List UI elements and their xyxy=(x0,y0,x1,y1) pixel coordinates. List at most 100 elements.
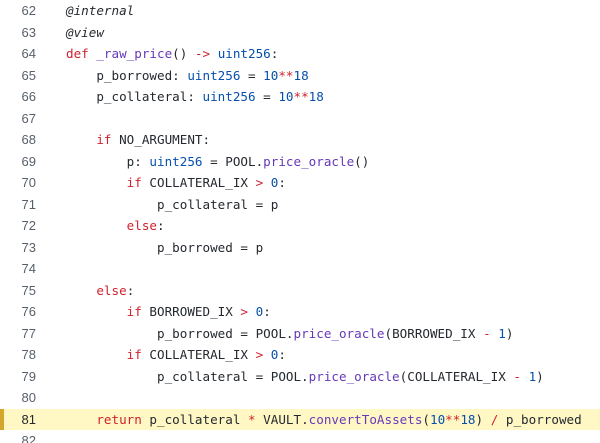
code-token: NO_ARGUMENT: xyxy=(111,132,211,147)
code-line[interactable]: 72 else: xyxy=(0,215,600,237)
code-token: ) xyxy=(505,325,514,341)
code-token: ** xyxy=(445,411,461,427)
code-token: uint256 xyxy=(202,89,256,104)
code-text: p_collateral = p xyxy=(66,194,278,216)
code-token: return xyxy=(96,411,142,427)
code-token: uint256 xyxy=(187,67,241,83)
code-token: if xyxy=(96,132,112,147)
code-text: if NO_ARGUMENT: xyxy=(66,129,210,151)
line-number[interactable]: 81 xyxy=(21,411,36,427)
code-line[interactable]: 69 p: uint256 = POOL.price_oracle() xyxy=(0,151,600,173)
code-token: (BORROWED_IX xyxy=(384,325,484,341)
line-number[interactable]: 69 xyxy=(21,153,36,169)
code-line[interactable]: 78 if COLLATERAL_IX > 0: xyxy=(0,344,600,366)
code-token: 0 xyxy=(255,304,264,319)
code-token: p_borrowed xyxy=(498,411,582,427)
code-token xyxy=(263,175,271,190)
code-token: if xyxy=(126,347,142,362)
code-token: 18 xyxy=(460,411,476,427)
code-token: (COLLATERAL_IX xyxy=(399,368,514,384)
code-token: uint256 xyxy=(217,46,271,61)
indent xyxy=(66,218,127,233)
line-number[interactable]: 64 xyxy=(21,46,36,61)
code-token: price_oracle xyxy=(308,368,400,384)
code-token: COLLATERAL_IX xyxy=(141,347,256,362)
code-line[interactable]: 62 @internal xyxy=(0,0,600,22)
code-token: 0 xyxy=(270,175,279,190)
code-token: _raw_price xyxy=(96,46,173,61)
code-line[interactable]: 77 p_borrowed = POOL.price_oracle(BORROW… xyxy=(0,323,600,345)
code-line[interactable]: 70 if COLLATERAL_IX > 0: xyxy=(0,172,600,194)
line-number[interactable]: 77 xyxy=(21,325,36,341)
indent xyxy=(66,89,96,104)
code-text: p_borrowed: uint256 = 10**18 xyxy=(66,65,309,87)
code-token: : xyxy=(263,304,271,319)
line-number[interactable]: 70 xyxy=(21,175,36,190)
line-number[interactable]: 62 xyxy=(21,3,36,18)
line-number[interactable]: 73 xyxy=(21,239,36,255)
code-line[interactable]: 75 else: xyxy=(0,280,600,302)
code-token: convertToAssets xyxy=(308,411,423,427)
code-line[interactable]: 66 p_collateral: uint256 = 10**18 xyxy=(0,86,600,108)
code-line[interactable]: 82 xyxy=(0,430,600,443)
code-text: @internal xyxy=(66,0,134,22)
code-token: 1 xyxy=(528,368,537,384)
code-token: price_oracle xyxy=(263,153,355,169)
code-token: p_borrowed: xyxy=(96,67,188,83)
line-number[interactable]: 82 xyxy=(21,433,36,443)
line-number[interactable]: 67 xyxy=(21,110,36,126)
line-number[interactable]: 75 xyxy=(21,282,36,298)
code-line[interactable]: 80 xyxy=(0,387,600,409)
line-number[interactable]: 78 xyxy=(21,347,36,362)
line-number[interactable]: 80 xyxy=(21,390,36,405)
line-number[interactable]: 66 xyxy=(21,89,36,104)
indent xyxy=(66,347,127,362)
code-token: BORROWED_IX xyxy=(141,304,241,319)
code-token xyxy=(521,369,529,384)
line-number[interactable]: 63 xyxy=(21,24,36,40)
code-line[interactable]: 79 p_collateral = POOL.price_oracle(COLL… xyxy=(0,366,600,388)
code-text: p: uint256 = POOL.price_oracle() xyxy=(66,151,370,173)
code-token: () xyxy=(172,46,195,61)
code-token: p_borrowed = p xyxy=(157,239,264,255)
code-token: : xyxy=(126,282,135,298)
code-token: : xyxy=(278,175,286,190)
code-token: 10 xyxy=(430,411,446,427)
code-token: p: xyxy=(126,153,150,169)
code-token: > xyxy=(240,304,249,319)
code-token: -> xyxy=(194,46,211,61)
code-token: @view xyxy=(66,24,104,40)
line-number[interactable]: 74 xyxy=(21,261,36,276)
code-line[interactable]: 73 p_borrowed = p xyxy=(0,237,600,259)
code-line[interactable]: 67 xyxy=(0,108,600,130)
code-token: * xyxy=(248,411,256,427)
line-number[interactable]: 68 xyxy=(21,132,36,147)
line-number[interactable]: 72 xyxy=(21,218,36,233)
indent xyxy=(66,412,96,427)
code-token: 18 xyxy=(293,67,309,83)
code-token xyxy=(210,46,218,61)
code-token: COLLATERAL_IX xyxy=(141,175,256,190)
code-line[interactable]: 65 p_borrowed: uint256 = 10**18 xyxy=(0,65,600,87)
code-token: ** xyxy=(293,89,309,104)
line-number[interactable]: 76 xyxy=(21,304,36,319)
code-token: ( xyxy=(422,411,430,427)
code-token: if xyxy=(126,304,142,319)
code-line[interactable]: 68 if NO_ARGUMENT: xyxy=(0,129,600,151)
code-line[interactable]: 74 xyxy=(0,258,600,280)
code-line[interactable]: 71 p_collateral = p xyxy=(0,194,600,216)
code-line[interactable]: 76 if BORROWED_IX > 0: xyxy=(0,301,600,323)
line-number[interactable]: 79 xyxy=(21,368,36,384)
code-line[interactable]: 81 return p_collateral * VAULT.convertTo… xyxy=(0,408,600,431)
code-line[interactable]: 63 @view xyxy=(0,22,600,44)
indent xyxy=(66,369,157,384)
line-number[interactable]: 65 xyxy=(21,67,36,83)
code-token: 0 xyxy=(270,347,279,362)
code-token: 10 xyxy=(263,67,279,83)
code-text: return p_collateral * VAULT.convertToAss… xyxy=(66,409,582,431)
indent xyxy=(66,283,96,298)
line-number[interactable]: 71 xyxy=(21,196,36,212)
